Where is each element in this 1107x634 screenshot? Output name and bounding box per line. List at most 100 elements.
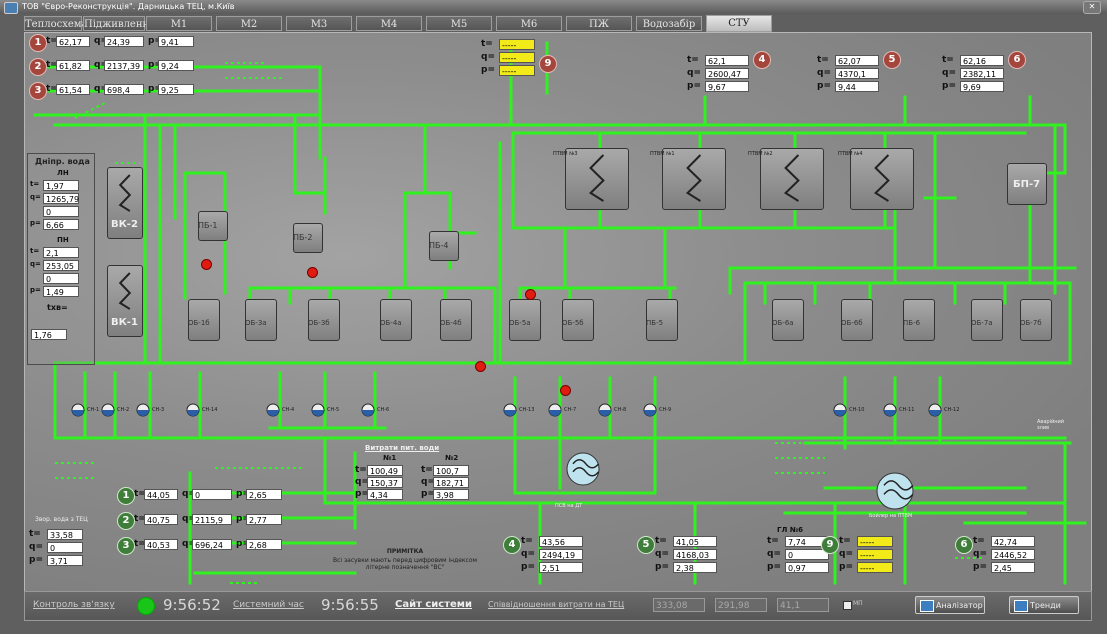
ob-tank-7[interactable] [562, 299, 594, 341]
pump-icon[interactable] [833, 403, 847, 417]
tab-1[interactable]: Підживлення [83, 16, 155, 31]
pump-icon[interactable] [643, 403, 657, 417]
pump-icon[interactable] [548, 403, 562, 417]
bottom-left-2-p-label: p= [236, 514, 250, 524]
return-water-q-label: q= [29, 542, 43, 552]
flow-col1: №1 [383, 454, 397, 462]
pump-icon[interactable] [71, 403, 85, 417]
pb-tank-3[interactable] [429, 231, 459, 261]
bottom-row-2-p-value: 0,97 [785, 562, 829, 573]
pump-mid-3: СН-8 [614, 407, 627, 413]
bottom-row-1-t-value: 41,05 [673, 536, 717, 547]
trends-button[interactable]: Тренди [1009, 596, 1079, 614]
flow-r2-value-2: 182,71 [433, 477, 469, 488]
bottom-row-0-p-value: 2,51 [539, 562, 583, 573]
tab-2[interactable]: М1 [146, 16, 212, 31]
ptvm-boiler-3[interactable] [760, 148, 824, 210]
ob-tank-5[interactable] [440, 299, 472, 341]
tab-6[interactable]: М5 [426, 16, 492, 31]
pb-tank-2[interactable] [293, 223, 323, 253]
tab-8[interactable]: ПЖ [566, 16, 632, 31]
ob-tank-13[interactable] [1020, 299, 1052, 341]
tab-0[interactable]: Теплосхема [24, 16, 88, 31]
bottom-left-1-q-value: 0 [192, 489, 232, 500]
tab-4[interactable]: М3 [286, 16, 352, 31]
pump-left-4: СН-14 [202, 407, 218, 413]
top-input-9-p-value: ----- [499, 65, 535, 76]
ob-tank-10[interactable] [841, 299, 873, 341]
left-input-3-t-label: t= [46, 84, 58, 94]
pump-icon[interactable] [928, 403, 942, 417]
ob-tank-8[interactable] [646, 299, 678, 341]
ptvm-boiler-1[interactable] [565, 148, 629, 210]
mp-checkbox[interactable] [843, 601, 852, 610]
pump-icon[interactable] [101, 403, 115, 417]
pump-icon[interactable] [186, 403, 200, 417]
pump-left-2: СН-2 [117, 407, 130, 413]
ob-tank-6[interactable] [509, 299, 541, 341]
site-link[interactable]: Сайт системи [395, 599, 472, 610]
pump-icon[interactable] [361, 403, 375, 417]
pump-icon[interactable] [883, 403, 897, 417]
closed-valve-icon[interactable] [475, 361, 486, 372]
flow-r2-label-1: q= [355, 477, 369, 487]
top-input-9-p-label: p= [481, 65, 495, 75]
top-right-5-p-label: p= [817, 81, 831, 91]
closed-valve-icon[interactable] [201, 259, 212, 270]
top-input-9-t-label: t= [481, 39, 493, 49]
ob-tank-12[interactable] [971, 299, 1003, 341]
pump-mid-1: СН-13 [519, 407, 535, 413]
tab-9[interactable]: Водозабір [636, 16, 702, 31]
pump-icon[interactable] [503, 403, 517, 417]
ob-tank-11[interactable] [903, 299, 935, 341]
ob-tank-9[interactable] [772, 299, 804, 341]
ob-tank-4[interactable] [380, 299, 412, 341]
bottom-row-3-t-value: ----- [857, 536, 893, 547]
dnipro-ln-q: 1265,79 [43, 193, 79, 204]
pump-icon[interactable] [311, 403, 325, 417]
top-right-6-q-label: q= [942, 68, 956, 78]
top-input-9-t-value: ----- [499, 39, 535, 50]
bp7-tank[interactable] [1007, 163, 1047, 205]
mp-checkbox-label: МП [853, 600, 863, 607]
ob-tank-3[interactable] [308, 299, 340, 341]
bottom-row-1-q-label: q= [655, 549, 669, 559]
top-right-6-q-value: 2382,11 [960, 68, 1004, 79]
bottom-row-title-2: ГЛ №6 [777, 526, 804, 534]
tab-7[interactable]: М6 [496, 16, 562, 31]
pump-icon[interactable] [136, 403, 150, 417]
txv-value: 1,76 [31, 329, 67, 340]
pb-tank-1[interactable] [198, 211, 228, 241]
heat-exchanger-icon[interactable] [565, 451, 601, 487]
ob-label-13: ОБ-7б [1020, 319, 1042, 327]
analyzer-button[interactable]: Аналізатор [915, 596, 985, 614]
left-input-1-p-label: p= [148, 36, 162, 46]
emergency-drain-label: Аварійний злив [1037, 419, 1065, 431]
pump-left-1: СН-1 [87, 407, 100, 413]
ptvm-boiler-4[interactable] [850, 148, 914, 210]
left-input-3-badge: 3 [29, 82, 47, 100]
heat-exchanger-icon[interactable] [875, 471, 915, 511]
closed-valve-icon[interactable] [560, 385, 571, 396]
tab-5[interactable]: М4 [356, 16, 422, 31]
pump-icon[interactable] [266, 403, 280, 417]
trends-label: Тренди [1030, 601, 1061, 610]
ptvm-boiler-2[interactable] [662, 148, 726, 210]
closed-valve-icon[interactable] [525, 289, 536, 300]
ptvm-label-1: ПТВМ №3 [553, 151, 578, 157]
close-icon[interactable]: ✕ [1083, 1, 1101, 14]
ratio-value-1: 333,08 [653, 598, 705, 612]
bottom-left-2-q-value: 2115,9 [192, 514, 232, 525]
pump-icon[interactable] [598, 403, 612, 417]
bottom-left-3-t-label: t= [134, 539, 146, 549]
ob-tank-1[interactable] [188, 299, 220, 341]
flow-r1-label-2: t= [421, 465, 433, 475]
note-text: Всі засувки мають перед цифровим індексо… [332, 557, 478, 571]
bottom-row-1-p-label: p= [655, 562, 669, 572]
top-right-4-q-label: q= [687, 68, 701, 78]
left-input-3-p-value: 9,25 [158, 84, 194, 95]
ob-tank-2[interactable] [245, 299, 277, 341]
tab-3[interactable]: М2 [216, 16, 282, 31]
tab-10[interactable]: СТУ [706, 15, 772, 32]
closed-valve-icon[interactable] [307, 267, 318, 278]
